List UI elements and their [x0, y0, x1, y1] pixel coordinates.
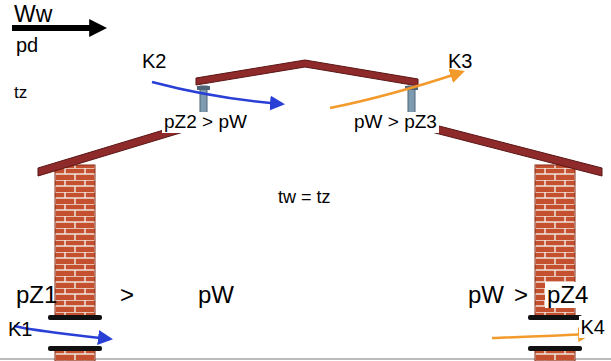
pressure-label: pW — [196, 282, 236, 308]
dynamic-pressure-label: pd — [14, 34, 40, 56]
pressure-label: pZ1 — [14, 282, 59, 308]
outflow-arrow-k3 — [330, 72, 462, 108]
pressure-label: pZ4 — [545, 282, 590, 308]
right-wall-base — [535, 350, 575, 361]
pressure-relation: pZ2 > pW — [162, 112, 249, 133]
opening-k4-bottom — [528, 346, 582, 351]
wind-speed-label: Ww — [12, 2, 54, 27]
pressure-label: pW — [466, 282, 506, 308]
outflow-arrow-k4 — [492, 334, 590, 338]
opening-label: K2 — [140, 50, 168, 72]
outside-temperature-label: tz — [12, 84, 29, 103]
opening-k4-top — [528, 315, 582, 320]
right-roof — [412, 119, 602, 176]
opening-label: K4 — [579, 316, 607, 338]
opening-label: K1 — [6, 318, 34, 340]
temperature-relation: tw = tz — [276, 188, 333, 208]
opening-k1-top — [48, 315, 102, 320]
relation-sign: > — [512, 282, 530, 308]
inflow-arrow-k2 — [152, 82, 282, 104]
opening-label: K3 — [446, 50, 474, 72]
relation-sign: > — [118, 282, 136, 308]
opening-k1-bottom — [48, 346, 102, 351]
left-wall — [55, 165, 95, 316]
left-post-cap — [197, 86, 210, 90]
lantern-roof — [196, 60, 418, 86]
left-wall-base — [55, 350, 95, 361]
pressure-relation: pW > pZ3 — [352, 112, 439, 133]
